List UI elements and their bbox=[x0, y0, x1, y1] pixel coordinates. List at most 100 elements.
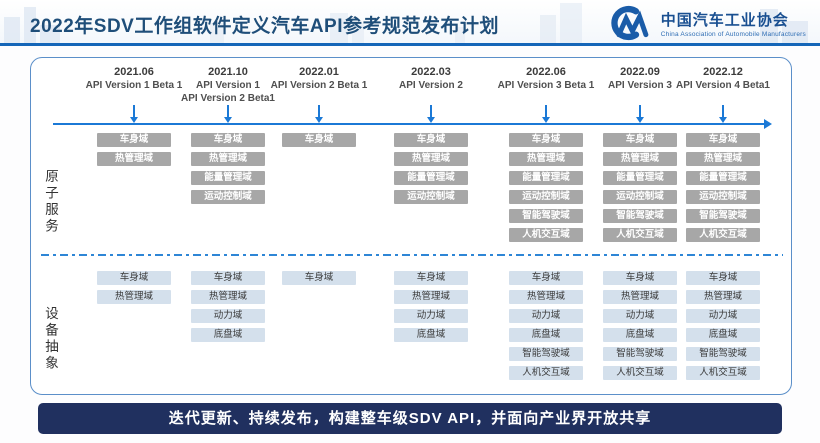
domain-box: 热管理域 bbox=[603, 152, 677, 166]
milestone-date: 2021.10 bbox=[208, 66, 248, 78]
domain-box: 动力域 bbox=[509, 309, 583, 323]
domain-column: 车身域热管理域能量管理域运动控制域智能驾驶域人机交互域 bbox=[686, 133, 760, 247]
skyline-decoration bbox=[560, 3, 582, 43]
milestone-date: 2022.09 bbox=[620, 66, 660, 78]
milestone-version: API Version 3 bbox=[608, 80, 672, 92]
timeline-axis bbox=[53, 119, 772, 129]
skyline-decoration bbox=[782, 21, 808, 43]
milestone-date: 2022.06 bbox=[526, 66, 566, 78]
milestone-version: API Version 4 Beta1 bbox=[676, 80, 770, 92]
domain-box: 车身域 bbox=[394, 271, 468, 285]
domain-box: 热管理域 bbox=[394, 152, 468, 166]
domain-box: 动力域 bbox=[191, 309, 265, 323]
section-divider bbox=[41, 254, 783, 256]
domain-column: 车身域 bbox=[282, 271, 356, 290]
down-arrow-icon bbox=[315, 105, 323, 123]
milestone-version: API Version 1 Beta 1 bbox=[85, 80, 183, 92]
row-label-device-abstraction: 设备抽象 bbox=[43, 306, 58, 372]
skyline-decoration bbox=[455, 27, 465, 43]
domain-box: 热管理域 bbox=[509, 152, 583, 166]
domain-box: 能量管理域 bbox=[686, 171, 760, 185]
domain-box: 热管理域 bbox=[191, 152, 265, 166]
skyline-decoration bbox=[760, 9, 778, 43]
domain-column: 车身域热管理域动力域底盘域智能驾驶域人机交互域 bbox=[509, 271, 583, 385]
domain-box: 热管理域 bbox=[509, 290, 583, 304]
domain-column: 车身域热管理域能量管理域运动控制域 bbox=[394, 133, 468, 209]
domain-box: 车身域 bbox=[603, 271, 677, 285]
domain-box: 运动控制域 bbox=[191, 190, 265, 204]
domain-box: 热管理域 bbox=[394, 290, 468, 304]
milestone-date: 2022.12 bbox=[703, 66, 743, 78]
domain-box: 热管理域 bbox=[97, 290, 171, 304]
domain-box: 车身域 bbox=[282, 271, 356, 285]
domain-box: 智能驾驶域 bbox=[603, 209, 677, 223]
skyline-decoration bbox=[24, 7, 36, 43]
domain-box: 热管理域 bbox=[686, 290, 760, 304]
domain-box: 车身域 bbox=[509, 271, 583, 285]
domain-box: 动力域 bbox=[394, 309, 468, 323]
domain-box: 运动控制域 bbox=[686, 190, 760, 204]
skyline-decoration bbox=[330, 13, 348, 43]
domain-box: 动力域 bbox=[603, 309, 677, 323]
down-arrow-icon bbox=[542, 105, 550, 123]
domain-box: 智能驾驶域 bbox=[686, 347, 760, 361]
domain-box: 热管理域 bbox=[191, 290, 265, 304]
domain-box: 智能驾驶域 bbox=[603, 347, 677, 361]
milestone-version: API Version 2 Beta 1 bbox=[270, 80, 368, 92]
domain-column: 车身域热管理域动力域底盘域 bbox=[394, 271, 468, 347]
domain-box: 能量管理域 bbox=[191, 171, 265, 185]
domain-column: 车身域 bbox=[282, 133, 356, 152]
domain-box: 车身域 bbox=[394, 133, 468, 147]
domain-box: 车身域 bbox=[97, 271, 171, 285]
down-arrow-icon bbox=[427, 105, 435, 123]
domain-box: 智能驾驶域 bbox=[509, 347, 583, 361]
domain-box: 运动控制域 bbox=[509, 190, 583, 204]
footer-banner: 迭代更新、持续发布，构建整车级SDV API，并面向产业界开放共享 bbox=[38, 403, 782, 434]
milestone-date: 2022.03 bbox=[411, 66, 451, 78]
domain-box: 能量管理域 bbox=[603, 171, 677, 185]
domain-box: 车身域 bbox=[603, 133, 677, 147]
milestone-date: 2021.06 bbox=[114, 66, 154, 78]
down-arrow-icon bbox=[130, 105, 138, 123]
domain-box: 车身域 bbox=[282, 133, 356, 147]
domain-column: 车身域热管理域能量管理域运动控制域智能驾驶域人机交互域 bbox=[509, 133, 583, 247]
skyline-decoration bbox=[352, 23, 364, 43]
domain-box: 底盘域 bbox=[603, 328, 677, 342]
domain-box: 能量管理域 bbox=[394, 171, 468, 185]
skyline-decoration bbox=[40, 25, 60, 43]
header: 2022年SDV工作组软件定义汽车API参考规范发布计划 中国汽车工业协会 Ch… bbox=[0, 0, 820, 46]
domain-box: 动力域 bbox=[686, 309, 760, 323]
domain-box: 底盘域 bbox=[394, 328, 468, 342]
domain-box: 底盘域 bbox=[191, 328, 265, 342]
domain-box: 运动控制域 bbox=[394, 190, 468, 204]
domain-box: 车身域 bbox=[509, 133, 583, 147]
domain-column: 车身域热管理域 bbox=[97, 271, 171, 309]
domain-box: 智能驾驶域 bbox=[509, 209, 583, 223]
skyline-decoration bbox=[540, 15, 556, 43]
logo-org-name-cn: 中国汽车工业协会 bbox=[660, 11, 789, 29]
page-title: 2022年SDV工作组软件定义汽车API参考规范发布计划 bbox=[30, 16, 500, 37]
skyline-decoration bbox=[210, 23, 224, 43]
domain-column: 车身域热管理域能量管理域运动控制域 bbox=[191, 133, 265, 209]
domain-box: 人机交互域 bbox=[603, 366, 677, 380]
domain-box: 车身域 bbox=[191, 271, 265, 285]
organization-logo: 中国汽车工业协会 China Association of Automobile… bbox=[600, 5, 806, 41]
row-label-atomic-services: 原子服务 bbox=[43, 169, 58, 235]
domain-box: 能量管理域 bbox=[509, 171, 583, 185]
domain-box: 运动控制域 bbox=[603, 190, 677, 204]
domain-box: 车身域 bbox=[97, 133, 171, 147]
domain-box: 人机交互域 bbox=[509, 228, 583, 242]
domain-box: 底盘域 bbox=[509, 328, 583, 342]
domain-box: 车身域 bbox=[686, 133, 760, 147]
domain-box: 人机交互域 bbox=[686, 366, 760, 380]
milestone-version: API Version 1 bbox=[196, 80, 260, 92]
down-arrow-icon bbox=[636, 105, 644, 123]
